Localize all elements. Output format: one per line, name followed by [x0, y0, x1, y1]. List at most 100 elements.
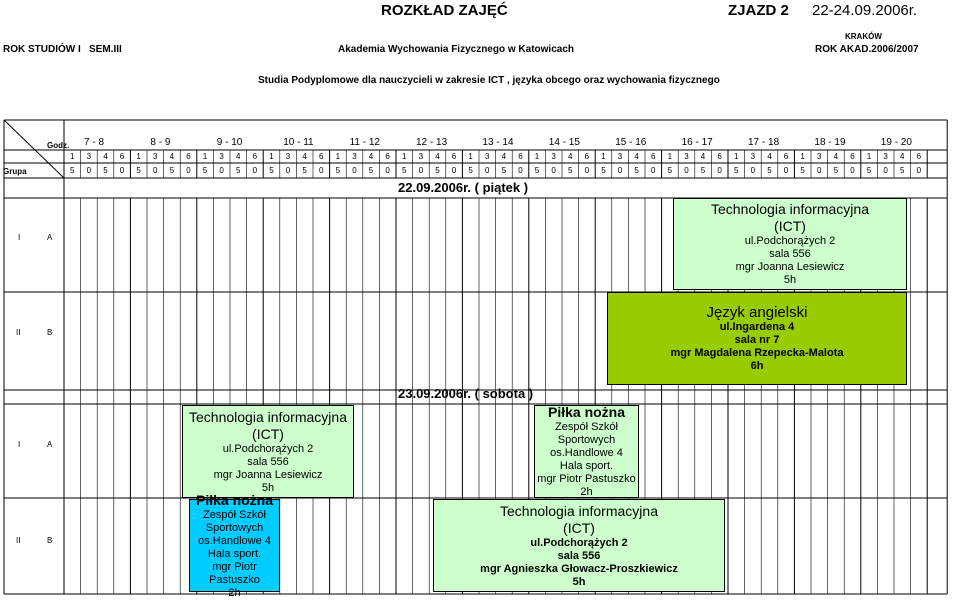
minute-label: 0	[684, 166, 689, 175]
hour-label: 17 - 18	[748, 137, 780, 148]
minute-label: 3	[418, 152, 424, 161]
hour-label: 11 - 12	[349, 137, 380, 148]
minute-label: 0	[551, 166, 556, 175]
minute-label: 5	[70, 166, 75, 175]
group-roman: I	[18, 233, 21, 242]
class-block-ict[interactable]: Technologia informacyjna (ICT) ul.Podcho…	[673, 198, 907, 290]
minute-label: 5	[169, 166, 175, 175]
minute-label: 6	[850, 152, 855, 161]
minute-label: 0	[285, 166, 291, 175]
group-roman: II	[16, 328, 21, 337]
class-title: Piłka nożna	[195, 491, 274, 508]
class-hours: 5h	[572, 575, 586, 588]
class-room: Hala sport.	[207, 547, 262, 560]
group-letter: A	[47, 233, 53, 242]
godz-label: Godz.	[47, 141, 70, 150]
minute-label: 0	[86, 166, 92, 175]
class-room: sala 556	[557, 549, 601, 562]
minute-label: 1	[800, 152, 805, 161]
minute-label: 0	[651, 166, 656, 175]
class-title: (ICT)	[774, 218, 806, 234]
minute-label: 1	[601, 152, 606, 161]
minute-label: 6	[916, 152, 922, 161]
minute-label: 4	[435, 152, 440, 161]
hour-label: 14 - 15	[548, 137, 580, 148]
minute-label: 4	[103, 152, 108, 161]
minute-label: 3	[684, 152, 689, 161]
class-address: os.Handlowe 4	[198, 534, 271, 547]
minute-label: 3	[86, 152, 92, 161]
minute-label: 5	[734, 166, 739, 175]
minute-label: 1	[202, 152, 208, 161]
class-line: Zespół Szkół	[555, 421, 618, 433]
minute-label: 5	[601, 166, 606, 175]
minute-label: 0	[451, 166, 457, 175]
class-hours: 2h	[580, 486, 593, 498]
minute-label: 5	[800, 166, 805, 175]
class-block-football[interactable]: Piłka nożna Zespół Szkół Sportowych os.H…	[189, 492, 280, 599]
class-line: Sportowych	[205, 521, 264, 534]
class-block-football[interactable]: Piłka nożna Zespół Szkół Sportowych os.H…	[534, 404, 639, 498]
minute-label: 5	[269, 166, 274, 175]
class-address: ul.Podchorążych 2	[744, 235, 836, 247]
class-line: Zespół Szkół	[203, 508, 266, 521]
hour-label: 18 - 19	[814, 137, 846, 148]
minute-label: 1	[269, 152, 274, 161]
studies-description: Studia Podyplomowe dla nauczycieli w zak…	[258, 75, 720, 86]
minute-label: 0	[817, 166, 822, 175]
group-letter: B	[47, 328, 53, 337]
class-teacher: mgr Magdalena Rzepecka-Malota	[670, 347, 844, 359]
minute-label: 0	[352, 166, 357, 175]
minute-label: 3	[750, 152, 756, 161]
class-block-english[interactable]: Język angielski ul.Ingardena 4 sala nr 7…	[607, 292, 907, 385]
minute-label: 6	[783, 152, 789, 161]
minute-label: 0	[617, 166, 623, 175]
class-room: sala 556	[769, 248, 811, 260]
minute-label: 5	[700, 166, 706, 175]
class-room: Hala sport.	[559, 460, 614, 472]
minute-label: 3	[285, 152, 291, 161]
minute-label: 3	[817, 152, 822, 161]
class-address: ul.Ingardena 4	[719, 321, 795, 333]
grid-line	[3, 119, 65, 179]
class-block-ict[interactable]: Technologia informacyjna (ICT) ul.Podcho…	[182, 405, 354, 498]
minute-label: 1	[70, 152, 75, 161]
minute-label: 5	[368, 166, 374, 175]
class-line: Sportowych	[557, 434, 616, 446]
minute-label: 0	[518, 166, 523, 175]
minute-label: 0	[916, 166, 922, 175]
city: KRAKÓW	[845, 32, 882, 41]
academy-name: Akademia Wychowania Fizycznego w Katowic…	[338, 44, 574, 55]
group-roman: I	[18, 440, 21, 449]
hour-label: 19 - 20	[880, 137, 912, 148]
minute-label: 0	[850, 166, 855, 175]
group-letter: A	[47, 440, 53, 449]
class-block-ict[interactable]: Technologia informacyjna (ICT) ul.Podcho…	[433, 499, 725, 592]
hour-label: 15 - 16	[615, 137, 647, 148]
class-title: Technologia informacyjna	[711, 201, 869, 217]
zjazd-dates: 22-24.09.2006r.	[812, 2, 918, 19]
class-title: Piłka nożna	[547, 404, 626, 420]
minute-label: 0	[883, 166, 888, 175]
class-room: sala nr 7	[734, 334, 780, 346]
zjazd-label: ZJAZD 2	[728, 2, 789, 19]
minute-label: 1	[402, 152, 407, 161]
minute-label: 6	[451, 152, 457, 161]
minute-label: 4	[634, 152, 639, 161]
academic-year: ROK AKAD.2006/2007	[815, 44, 919, 55]
hour-label: 9 - 10	[216, 137, 243, 148]
minute-label: 6	[518, 152, 523, 161]
minute-label: 0	[219, 166, 224, 175]
minute-label: 5	[501, 166, 507, 175]
group-letter: B	[47, 536, 53, 545]
class-hours: 5h	[261, 481, 275, 494]
hour-label: 10 - 11	[283, 137, 314, 148]
minute-label: 0	[485, 166, 490, 175]
class-address: ul.Podchorążych 2	[530, 536, 628, 549]
minute-label: 0	[418, 166, 424, 175]
minute-label: 0	[584, 166, 590, 175]
minute-label: 0	[717, 166, 722, 175]
minute-label: 4	[169, 152, 175, 161]
class-teacher: mgr Joanna Lesiewicz	[213, 468, 323, 481]
schedule-title: ROZKŁAD ZAJĘĆ	[381, 2, 508, 19]
